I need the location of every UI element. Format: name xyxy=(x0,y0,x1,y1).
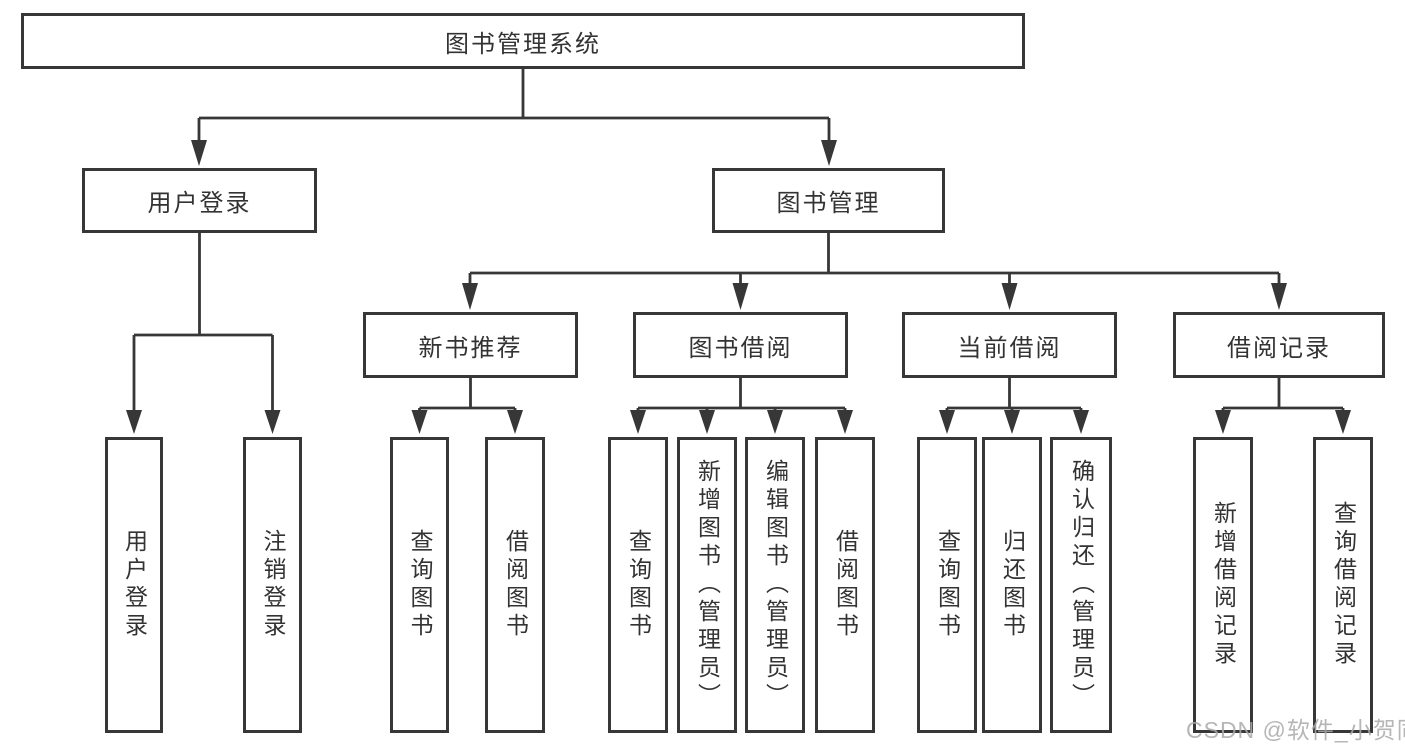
csdn-watermark: CSDN @软件_小贺同学 xyxy=(1186,717,1405,743)
edges-root-to-level2 xyxy=(191,69,837,166)
node-leaf-edit-books-admin: 编辑图书（管理员） xyxy=(745,437,805,733)
node-label: 注销登录 xyxy=(260,529,286,641)
node-label: 借阅图书 xyxy=(832,529,859,641)
arrowhead xyxy=(1271,283,1287,310)
arrowhead xyxy=(1215,410,1231,434)
arrowhead xyxy=(1001,283,1018,310)
arrowhead xyxy=(264,410,281,434)
edges-user-login-to-leaves xyxy=(126,233,281,434)
node-book-borrow: 图书借阅 xyxy=(633,312,848,378)
node-leaf-user-login: 用户登录 xyxy=(105,437,163,733)
node-leaf-add-books-admin: 新增图书（管理员） xyxy=(677,437,737,733)
edges-book-mgmt-to-level3 xyxy=(462,232,1287,310)
node-current-borrow: 当前借阅 xyxy=(902,312,1117,378)
edges-current-to-leaves xyxy=(939,378,1089,434)
arrowhead xyxy=(191,140,207,166)
node-label: 用户登录 xyxy=(147,190,252,217)
node-label: 编辑图书（管理员） xyxy=(762,459,789,711)
node-user-login: 用户登录 xyxy=(82,168,317,233)
node-leaf-add-borrow-record: 新增借阅记录 xyxy=(1193,437,1253,733)
node-leaf-query-books-recommend: 查询图书 xyxy=(390,437,449,733)
node-leaf-logout: 注销登录 xyxy=(243,437,302,733)
node-label: 图书管理 xyxy=(776,190,881,217)
edges-records-to-leaves xyxy=(1215,378,1351,434)
node-book-management: 图书管理 xyxy=(712,168,945,233)
node-new-book-recommend: 新书推荐 xyxy=(363,312,578,378)
node-label: 新增图书（管理员） xyxy=(694,459,721,711)
node-borrow-records: 借阅记录 xyxy=(1173,312,1385,378)
node-leaf-borrow-books: 借阅图书 xyxy=(815,437,875,733)
node-leaf-confirm-return-admin: 确认归还（管理员） xyxy=(1050,437,1112,733)
arrowhead xyxy=(1335,410,1351,434)
node-label: 确认归还（管理员） xyxy=(1068,459,1095,711)
arrowhead xyxy=(462,283,478,310)
node-leaf-query-books-borrow: 查询图书 xyxy=(608,437,668,733)
arrowhead xyxy=(837,410,853,434)
arrowhead xyxy=(411,410,428,434)
node-library-management-system: 图书管理系统 xyxy=(21,13,1025,69)
arrowhead xyxy=(1073,410,1089,434)
arrowhead xyxy=(732,283,749,310)
node-label: 查询图书 xyxy=(625,529,652,641)
arrowhead xyxy=(821,140,837,166)
node-label: 用户登录 xyxy=(121,529,148,641)
arrowhead xyxy=(939,410,955,434)
node-label: 新增借阅记录 xyxy=(1210,501,1237,669)
node-label: 归还图书 xyxy=(999,529,1026,641)
node-label: 查询图书 xyxy=(407,529,433,641)
arrowhead xyxy=(126,410,142,434)
node-leaf-query-books-current: 查询图书 xyxy=(917,437,977,733)
node-leaf-query-borrow-record: 查询借阅记录 xyxy=(1313,437,1373,733)
arrowhead xyxy=(507,410,523,434)
edges-borrow-to-leaves xyxy=(630,378,853,434)
edges-recommend-to-leaves xyxy=(411,378,523,434)
node-label: 查询借阅记录 xyxy=(1330,501,1357,669)
node-leaf-return-books: 归还图书 xyxy=(982,437,1042,733)
arrowhead xyxy=(1004,410,1020,434)
node-label: 图书管理系统 xyxy=(445,30,601,58)
node-label: 借阅图书 xyxy=(502,529,529,641)
arrowhead xyxy=(699,410,715,434)
arrowhead xyxy=(767,410,783,434)
node-label: 当前借阅 xyxy=(957,334,1062,362)
node-label: 新书推荐 xyxy=(418,334,523,362)
node-label: 借阅记录 xyxy=(1227,334,1331,362)
node-label: 图书借阅 xyxy=(688,334,793,362)
node-leaf-borrow-books-recommend: 借阅图书 xyxy=(485,437,545,733)
arrowhead xyxy=(630,410,646,434)
node-label: 查询图书 xyxy=(934,529,961,641)
